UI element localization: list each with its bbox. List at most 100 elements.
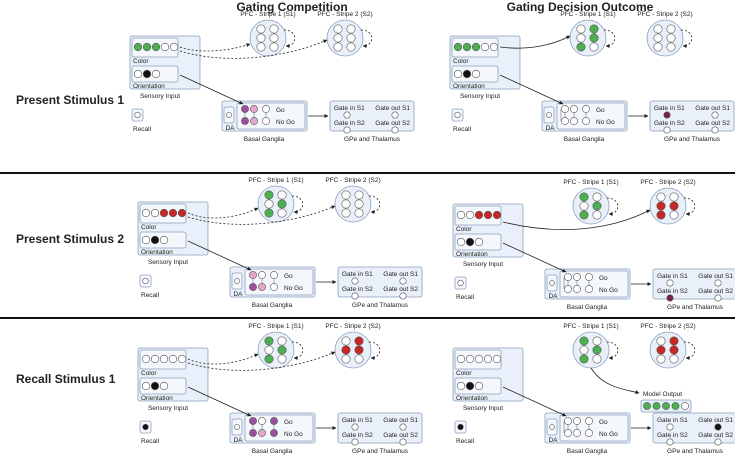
- gate-out-s2-label: Gate out S2: [698, 432, 733, 439]
- pfc-unit: [341, 208, 351, 218]
- gate-in-s1-label: Gate in S1: [654, 105, 685, 112]
- color-to-stripe-1-arrow: [499, 35, 571, 49]
- nogo-unit: [573, 285, 581, 293]
- header-gating-competition: Gating Competition: [236, 0, 347, 14]
- color-unit: [168, 354, 178, 364]
- color-unit: [465, 354, 475, 364]
- orientation-unit: [142, 69, 152, 79]
- gate-out-s1-unit: [711, 111, 719, 119]
- pfc-unit: [592, 354, 602, 364]
- model-output-unit: [643, 402, 651, 410]
- pfc-unit: [256, 33, 266, 43]
- pfc-unit: [354, 190, 364, 200]
- color-unit: [492, 354, 502, 364]
- pfc-unit: [264, 354, 274, 364]
- pfc-stripe-body: [649, 331, 687, 369]
- pfc-unit: [354, 208, 364, 218]
- self-loop-arrow: [680, 29, 693, 48]
- pfc-unit: [656, 336, 666, 346]
- pfc-stripe-2: PFC - Stripe 2 (S2): [325, 323, 381, 369]
- pfc-unit: [579, 336, 589, 346]
- go-unit: [249, 271, 257, 279]
- da-unit: [234, 278, 240, 284]
- pfc-unit: [354, 354, 364, 364]
- gate-in-s2-label: Gate in S2: [654, 120, 685, 127]
- pfc-stripe-label: PFC - Stripe 2 (S2): [640, 323, 695, 330]
- orientation-unit: [141, 381, 151, 391]
- self-loop-arrow: [603, 29, 616, 48]
- sensory-to-bg-arrow: [499, 74, 564, 105]
- nogo-unit: [582, 117, 590, 125]
- gate-in-s1-label: Gate in S1: [334, 105, 365, 112]
- color-unit: [453, 42, 463, 52]
- pfc-stripe-label: PFC - Stripe 1 (S1): [240, 11, 295, 18]
- sensory-to-bg-arrow: [502, 242, 567, 273]
- orientation-label: Orientation: [141, 249, 173, 256]
- gate-in-s1-label: Gate in S1: [657, 417, 688, 424]
- gate-out-s2-unit: [399, 438, 407, 446]
- gate-in-s1-unit: [666, 279, 674, 287]
- recall-unit: [134, 111, 141, 119]
- self-loop-arrow: [683, 197, 696, 216]
- nogo-unit: [258, 429, 266, 437]
- nogo-unit: [249, 429, 257, 437]
- nogo-label: No Go: [599, 431, 618, 438]
- da-unit: [549, 424, 555, 430]
- stripe-to-output-arrow: [590, 367, 640, 394]
- color-unit: [133, 42, 143, 52]
- go-unit: [262, 105, 270, 113]
- pfc-unit: [656, 345, 666, 355]
- row-label-present-stimulus-2: Present Stimulus 2: [16, 232, 124, 246]
- gate-out-s1-label: Gate out S1: [383, 271, 418, 278]
- self-loop-arrow: [360, 29, 373, 48]
- gate-in-s2-unit: [351, 438, 359, 446]
- color-unit: [150, 354, 160, 364]
- sensory-input-label: Sensory Input: [460, 93, 500, 100]
- nogo-unit: [262, 117, 270, 125]
- pfc-unit: [656, 192, 666, 202]
- gate-out-s2-unit: [711, 126, 719, 134]
- pfc-stripe-body: [649, 187, 687, 225]
- orientation-unit: [159, 381, 169, 391]
- color-to-stripe-1-arrow: [179, 43, 251, 52]
- da-label: DA: [233, 291, 243, 298]
- pfc-unit: [346, 33, 356, 43]
- pfc-stripe-1: PFC - Stripe 1 (S1): [248, 323, 304, 369]
- pfc-stripe-label: PFC - Stripe 1 (S1): [248, 323, 303, 330]
- recall-label: Recall: [141, 438, 160, 445]
- pfc-unit: [576, 42, 586, 52]
- nogo-unit: [585, 285, 593, 293]
- self-loop-arrow: [606, 197, 619, 216]
- go-unit: [258, 271, 266, 279]
- go-label: Go: [276, 107, 285, 114]
- color-unit: [160, 42, 170, 52]
- pfc-stripe-body: [249, 19, 287, 57]
- nogo-label: No Go: [284, 431, 303, 438]
- model-output: Model Output: [590, 367, 692, 413]
- color-unit: [141, 354, 151, 364]
- orientation-label: Orientation: [133, 83, 165, 90]
- gate-out-s2-label: Gate out S2: [698, 288, 733, 295]
- pfc-unit: [341, 190, 351, 200]
- gate-out-s1-unit: [714, 279, 722, 287]
- panel-present-1-outcome: PFC - Stripe 1 (S1)PFC - Stripe 2 (S2)Co…: [449, 11, 735, 143]
- self-loop-arrow: [368, 341, 381, 360]
- pfc-unit: [354, 345, 364, 355]
- orientation-unit: [150, 381, 160, 391]
- color-unit: [177, 354, 187, 364]
- color-label: Color: [456, 370, 472, 377]
- go-unit: [573, 417, 581, 425]
- pfc-unit: [277, 190, 287, 200]
- color-label: Color: [453, 58, 469, 65]
- pfc-stripe-1: PFC - Stripe 1 (S1): [563, 179, 619, 225]
- da-label: DA: [548, 437, 558, 444]
- gate-in-s1-unit: [663, 111, 671, 119]
- go-label: Go: [599, 419, 608, 426]
- pfc-unit: [264, 345, 274, 355]
